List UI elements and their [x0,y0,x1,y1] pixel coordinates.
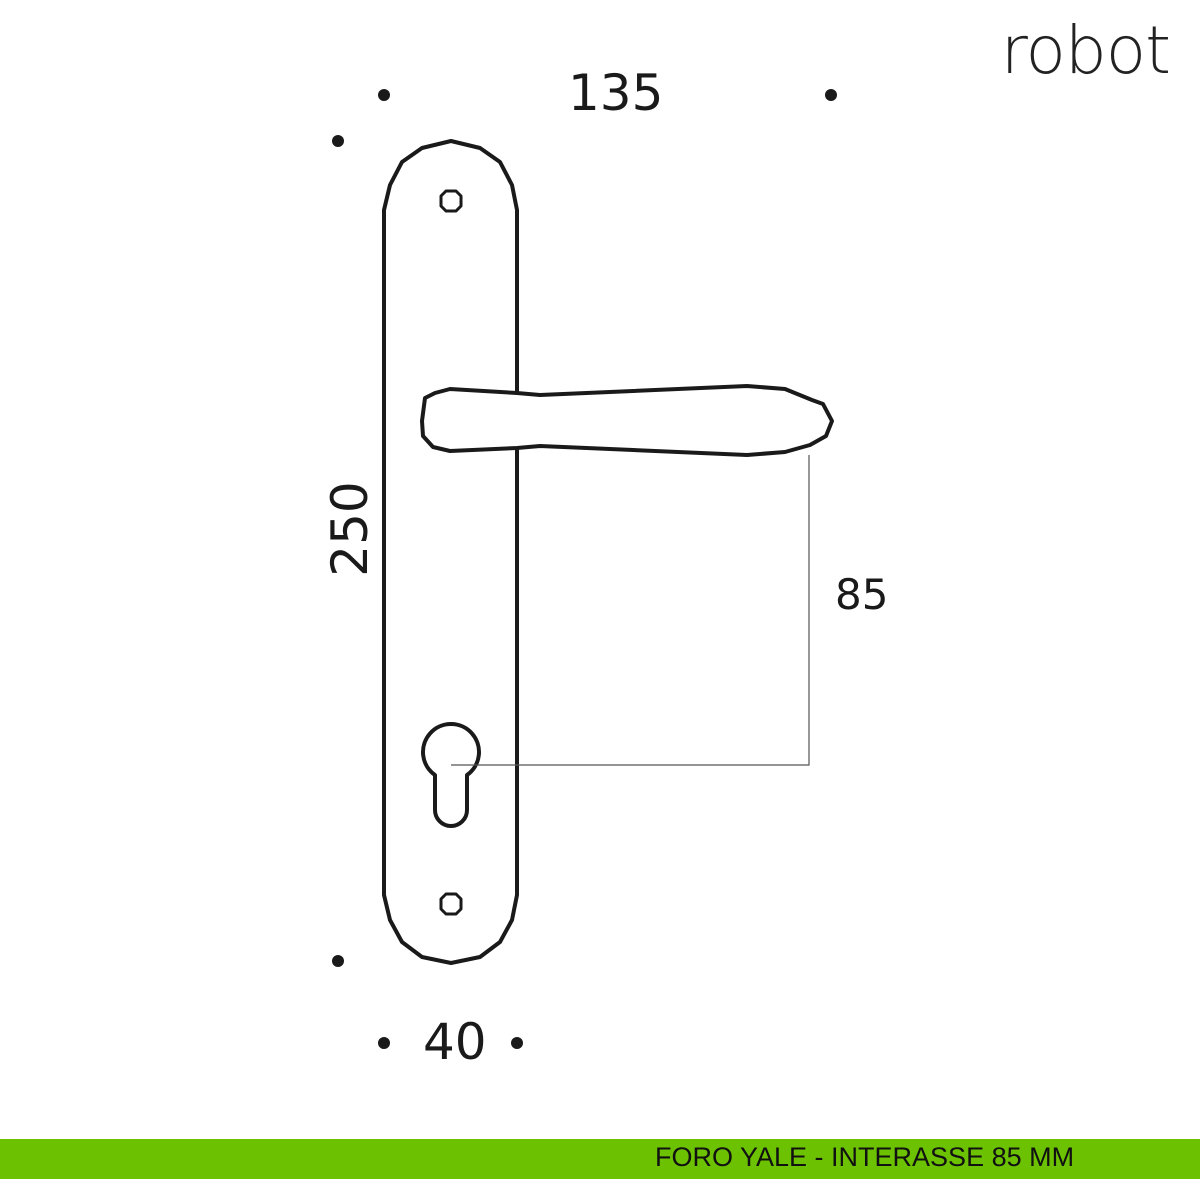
interaxis-dimension-line [451,455,810,766]
backplate-outline [382,139,519,965]
plate-width-label: 40 [423,1013,487,1071]
top-screw-icon [439,189,463,213]
cylinder-keyhole [421,722,481,828]
dimension-dot [378,1037,390,1049]
dimension-dot [825,89,837,101]
dimension-dot [511,1037,523,1049]
footer-text: FORO YALE - INTERASSE 85 MM [655,1142,1075,1172]
brand-logo: robot [1000,12,1171,89]
dimension-dot [332,955,344,967]
lever-handle-outline [420,384,834,457]
total-width-label: 135 [568,64,664,122]
bottom-screw-icon [439,892,463,916]
plate-height-label: 250 [321,481,379,577]
interaxis-label: 85 [835,570,889,619]
footer-bar [0,1139,1200,1179]
dimension-dot [332,135,344,147]
dimension-dot [378,89,390,101]
